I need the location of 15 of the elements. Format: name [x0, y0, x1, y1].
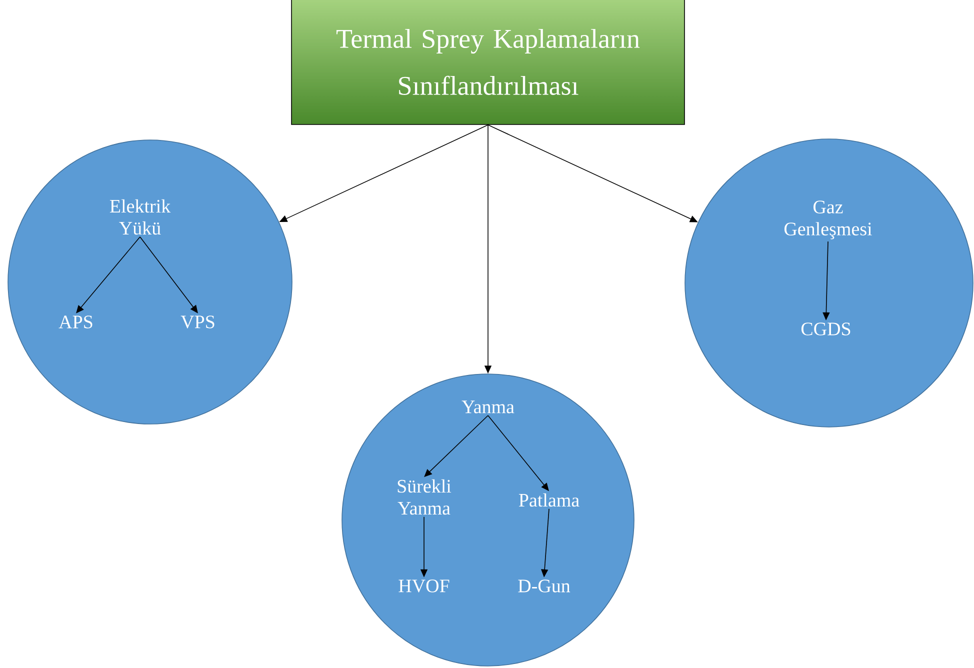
node-label: VPS: [180, 316, 214, 328]
node-label: Gaz Genleşmesi: [784, 200, 872, 240]
node-label: D-Gun: [518, 580, 570, 592]
title-box: Termal Sprey Kaplamaların Sınıflandırılması: [291, 0, 685, 125]
node-label: Patlama: [518, 493, 580, 507]
circle-shape: [342, 374, 634, 666]
node-label: Elektrik Yükü: [110, 199, 171, 235]
node-label: HVOF: [398, 580, 450, 592]
arrow: [76, 236, 140, 314]
node-label: Yanma: [462, 400, 514, 414]
node-label: APS: [58, 316, 92, 328]
circle-shape: [8, 140, 292, 424]
node-label: Sürekli Yanma: [398, 479, 452, 515]
node-label: CGDS: [801, 322, 850, 336]
circle-shape: [684, 138, 974, 428]
